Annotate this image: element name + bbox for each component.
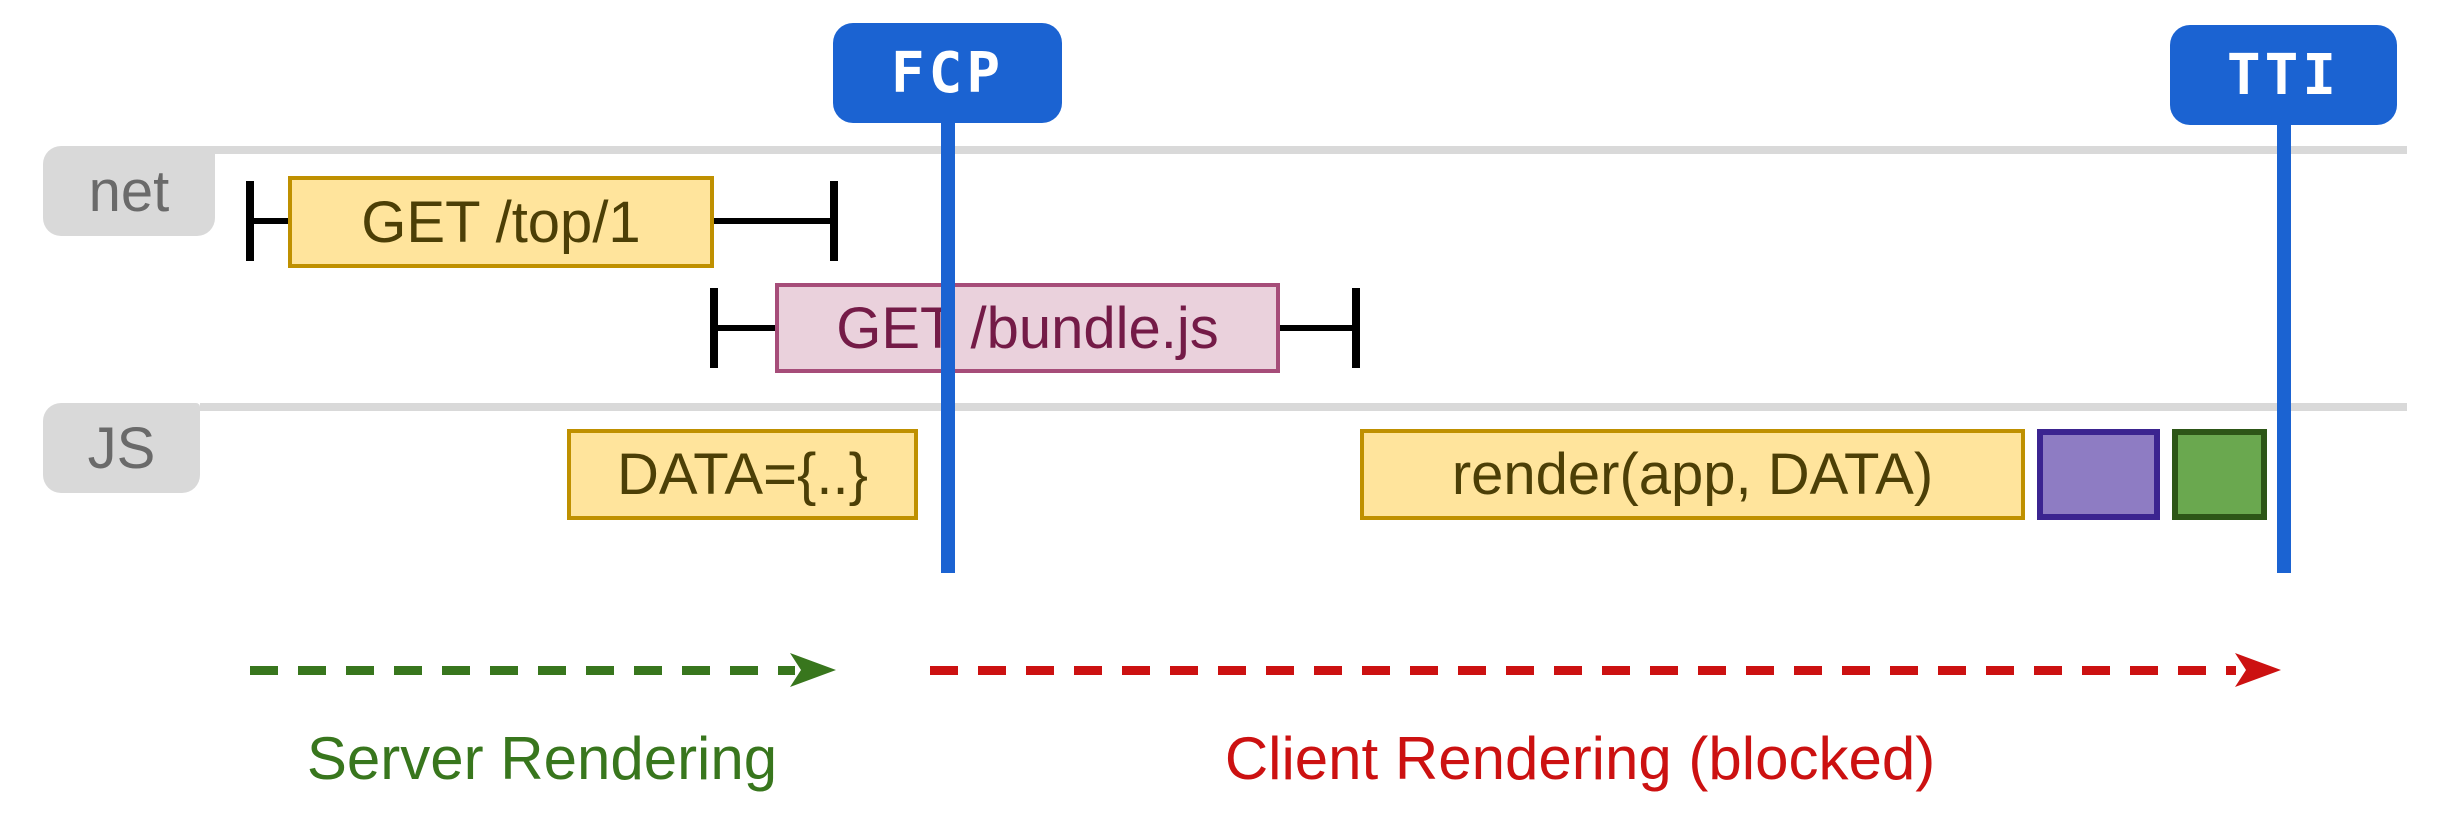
- tti-badge-text: TTI: [2226, 42, 2341, 108]
- net-lane-label-text: net: [88, 158, 170, 224]
- green-arrowhead-icon: [790, 653, 836, 687]
- task-box-data: DATA={..}: [567, 429, 918, 520]
- green-task-box: [2172, 429, 2267, 520]
- request-bundle-right-whisker: [1280, 325, 1352, 331]
- task-render-label: render(app, DATA): [1451, 442, 1934, 507]
- request-top-start-tick: [246, 181, 254, 261]
- fcp-badge-text: FCP: [890, 40, 1005, 106]
- fcp-badge: FCP: [833, 23, 1062, 123]
- request-top-left-whisker: [252, 218, 290, 224]
- server-rendering-arrow: [250, 666, 795, 675]
- request-top-right-whisker: [714, 218, 832, 224]
- client-rendering-caption: Client Rendering (blocked): [1224, 725, 1936, 792]
- net-lane-line: [205, 146, 2407, 154]
- request-box-bundle: GET /bundle.js: [775, 283, 1280, 373]
- purple-task-box: [2037, 429, 2160, 520]
- task-box-render: render(app, DATA): [1360, 429, 2025, 520]
- request-top-label: GET /top/1: [361, 189, 641, 255]
- fcp-marker-line: [941, 118, 955, 573]
- request-top-end-tick: [830, 181, 838, 261]
- js-lane-label: JS: [43, 403, 200, 493]
- net-lane-label: net: [43, 146, 215, 236]
- js-lane-line: [200, 403, 2407, 411]
- request-bundle-end-tick: [1352, 288, 1360, 368]
- request-bundle-label: GET /bundle.js: [836, 295, 1219, 361]
- red-arrowhead-icon: [2235, 653, 2281, 687]
- task-data-label: DATA={..}: [617, 442, 868, 507]
- request-box-top: GET /top/1: [288, 176, 714, 268]
- request-bundle-left-whisker: [716, 325, 775, 331]
- request-bundle-start-tick: [710, 288, 718, 368]
- js-lane-label-text: JS: [87, 415, 156, 481]
- server-rendering-caption: Server Rendering: [306, 725, 778, 792]
- tti-marker-line: [2277, 120, 2291, 573]
- client-rendering-arrow: [930, 666, 2236, 675]
- tti-badge: TTI: [2170, 25, 2397, 125]
